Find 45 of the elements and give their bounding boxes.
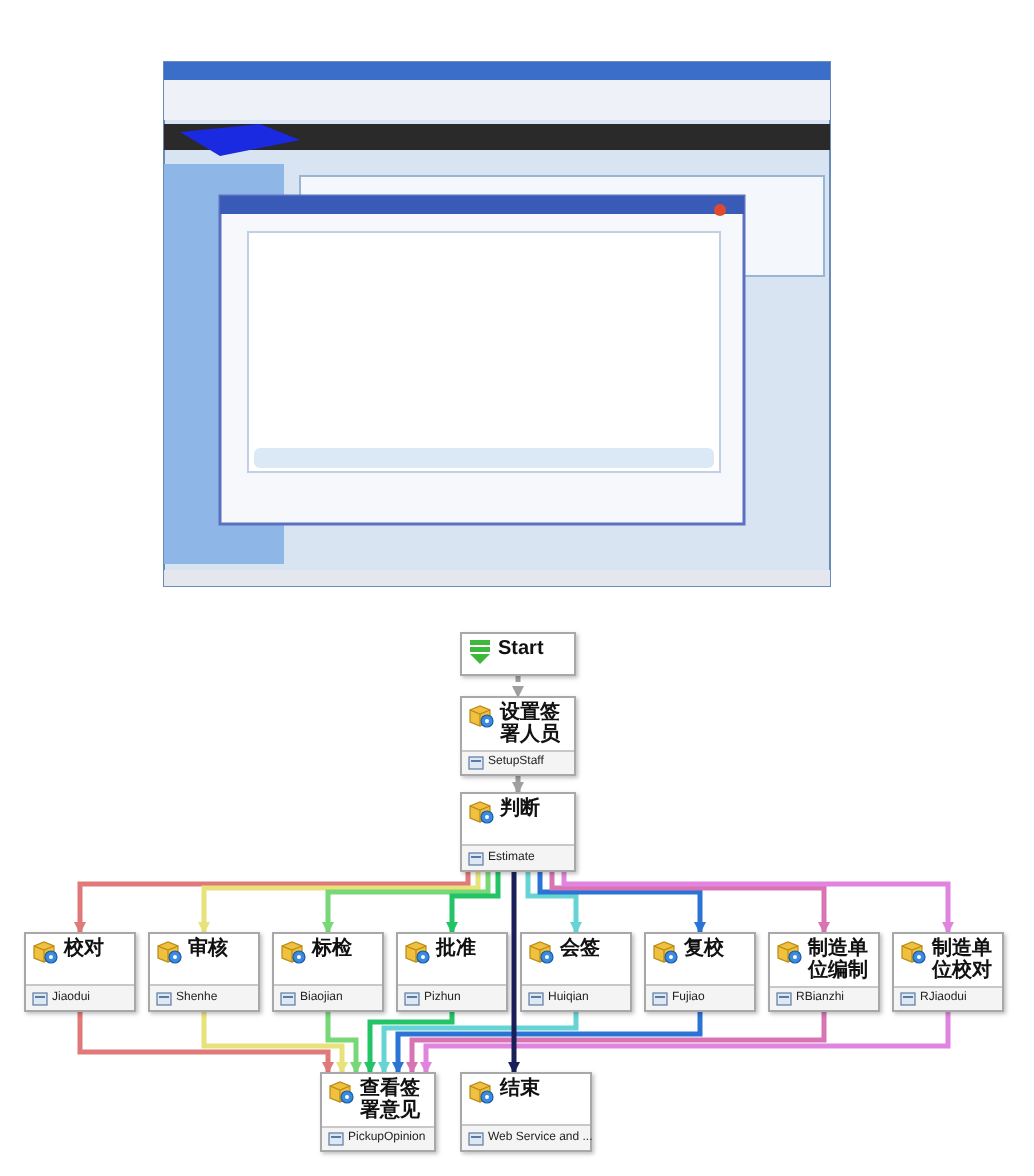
node-title: 设置签署人员 (500, 702, 562, 746)
node-title: 批准 (436, 938, 476, 960)
node-title: 结束 (500, 1078, 540, 1100)
connector-arrow (74, 872, 471, 934)
node-title: 标检 (312, 938, 352, 960)
process-box (460, 1072, 592, 1152)
node-title: 会签 (560, 938, 600, 960)
connector-arrow (406, 1012, 827, 1074)
node-title: 校对 (64, 938, 104, 960)
connector-arrow (322, 872, 491, 934)
connector-arrow (364, 1012, 455, 1074)
process-box (320, 1072, 436, 1152)
process-box (644, 932, 756, 1012)
node-title: 制造单位校对 (932, 938, 994, 982)
connector-arrow (537, 872, 706, 934)
node-title: 制造单位编制 (808, 938, 870, 982)
connector-arrow (508, 872, 520, 1074)
process-box (460, 696, 576, 776)
connector-arrow (512, 776, 524, 794)
node-title: 复校 (684, 938, 724, 960)
node-title: 查看签署意见 (360, 1078, 422, 1122)
connector-arrow (392, 1012, 703, 1074)
node-title: Start (498, 638, 544, 660)
connector-arrow (378, 1012, 579, 1074)
connector-arrow (198, 872, 481, 934)
connector-arrow (420, 1012, 951, 1074)
process-box (396, 932, 508, 1012)
process-box (892, 932, 1004, 1012)
node-title: 判断 (500, 798, 540, 820)
process-box (24, 932, 136, 1012)
process-box (272, 932, 384, 1012)
connector-arrow (201, 1012, 348, 1074)
process-box (460, 632, 576, 676)
connector-arrow (549, 872, 830, 934)
connector-arrow (525, 872, 582, 934)
process-box (520, 932, 632, 1012)
connector-arrow (446, 872, 501, 934)
connector-arrow (512, 676, 524, 698)
connector-arrow (325, 1012, 362, 1074)
node-title: 审核 (188, 938, 228, 960)
connector-arrow (561, 872, 954, 934)
process-box (148, 932, 260, 1012)
connector-arrow (77, 1012, 334, 1074)
process-box (768, 932, 880, 1012)
process-box (460, 792, 576, 872)
